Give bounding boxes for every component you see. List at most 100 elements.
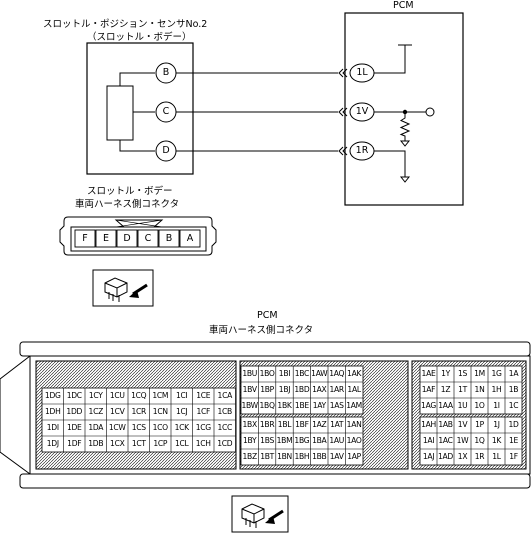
pcm-pin: 1M <box>474 369 485 378</box>
pcm-pin-1r-label: 1R <box>355 145 369 156</box>
sensor-conn-pin-e: E <box>102 233 109 244</box>
pcm-pin: 1CI <box>176 391 188 400</box>
pcm-pin: 1BO <box>259 369 275 378</box>
pcm-pin: 1CA <box>217 391 233 400</box>
pcm-pin: 1CM <box>152 391 169 400</box>
sensor-conn-pin-f: F <box>82 233 88 244</box>
pcm-pin: 1BS <box>260 436 274 445</box>
pcm-pin: 1CG <box>195 423 211 432</box>
sensor-title: スロットル・ポジション・センサNo.2 <box>43 19 208 30</box>
pcm-pin: 1BY <box>243 436 257 445</box>
pcm-pin: 1V <box>457 420 468 429</box>
pcm-pin: 1DB <box>88 439 104 448</box>
pcm-pin: 1X <box>457 452 468 461</box>
pcm-pin: 1F <box>509 452 518 461</box>
pcm-pin: 1DD <box>66 407 83 416</box>
pcm-connector-view-icon <box>231 495 289 533</box>
pcm-pin: 1J <box>493 420 500 429</box>
pcm-pin: 1CF <box>196 407 211 416</box>
pcm-pin: 1AL <box>347 385 361 394</box>
pcm-pin: 1CH <box>195 439 211 448</box>
pcm-pin: 1AG <box>421 401 436 410</box>
pcm-pin: 1CQ <box>131 391 147 400</box>
pcm-pin: 1BA <box>312 436 327 445</box>
pcm-box <box>344 12 464 206</box>
pcm-pin: 1DA <box>88 423 104 432</box>
pcm-pin: 1W <box>456 436 469 445</box>
pcm-pin: 1AO <box>346 436 362 445</box>
pcm-pin: 1BT <box>260 452 274 461</box>
pcm-pin: 1AN <box>346 420 362 429</box>
sensor-conn-pin-a: A <box>186 233 194 244</box>
pcm-pin: 1AW <box>311 369 328 378</box>
pcm-pin: 1BC <box>294 369 310 378</box>
pcm-connector <box>0 341 531 489</box>
pcm-pin: 1CZ <box>88 407 104 416</box>
sensor-pin-b-label: B <box>162 67 170 78</box>
pcm-pin: 1AB <box>438 420 453 429</box>
pcm-pin: 1DG <box>44 391 61 400</box>
pcm-pin: 1CT <box>131 439 146 448</box>
pcm-pin: 1CV <box>110 407 125 416</box>
pcm-pin: 1H <box>491 385 502 394</box>
pcm-pin: 1BN <box>277 452 292 461</box>
pcm-pin: 1AJ <box>422 452 435 461</box>
pcm-pin: 1I <box>493 401 500 410</box>
pcm-pin: 1AD <box>438 452 453 461</box>
pcm-pin: 1DJ <box>46 439 59 448</box>
pcm-pin: 1N <box>474 385 485 394</box>
pcm-pin: 1BR <box>259 420 275 429</box>
pcm-pin: 1AH <box>421 420 436 429</box>
pcm-pin: 1AF <box>421 385 436 394</box>
sensor-connector-title-2: 車両ハーネス側コネクタ <box>75 199 180 210</box>
pcm-pin: 1B <box>508 385 519 394</box>
pcm-pin: 1BG <box>294 436 310 445</box>
pcm-pin: 1CN <box>152 407 168 416</box>
pcm-pin: 1BD <box>294 385 310 394</box>
pcm-pin: 1L <box>492 452 501 461</box>
sensor-subtitle: （スロットル・ボデー） <box>87 32 192 43</box>
pcm-pin: 1E <box>508 436 519 445</box>
pcm-pin: 1C <box>508 401 519 410</box>
sensor-pin-d-label: D <box>162 145 170 156</box>
pcm-pin: 1BX <box>242 420 258 429</box>
sensor-conn-pin-d: D <box>123 233 131 244</box>
pcm-pin: 1BH <box>294 452 310 461</box>
pcm-pin: 1CU <box>109 391 125 400</box>
pcm-pin-1l-label: 1L <box>356 67 368 78</box>
pcm-pin: 1AP <box>347 452 361 461</box>
pcm-title: PCM <box>393 0 414 11</box>
sensor-connector-title-1: スロットル・ボデー <box>87 186 173 197</box>
pcm-pin: 1CO <box>152 423 169 432</box>
pcm-pin: 1D <box>508 420 519 429</box>
pcm-pin: 1A <box>508 369 519 378</box>
sensor-element <box>106 85 134 141</box>
pcm-pin: 1BW <box>241 401 259 410</box>
pcm-pin: 1G <box>491 369 502 378</box>
pcm-pin: 1S <box>457 369 468 378</box>
pcm-pin: 1AI <box>422 436 435 445</box>
pcm-pin: 1Z <box>440 385 451 394</box>
pcm-pin: 1R <box>474 452 485 461</box>
pcm-pin-1v-label: 1V <box>355 106 369 117</box>
pcm-pin: 1BF <box>295 420 309 429</box>
pcm-pin: 1AV <box>329 452 344 461</box>
pcm-pin: 1O <box>474 401 485 410</box>
pcm-pin: 1BZ <box>242 452 258 461</box>
pcm-pin: 1BB <box>312 452 327 461</box>
pcm-pin: 1BU <box>242 369 258 378</box>
pcm-connector-title-2: 車両ハーネス側コネクタ <box>209 325 314 336</box>
sensor-connector <box>59 216 217 256</box>
pcm-pin: 1CY <box>88 391 103 400</box>
pcm-pin: 1BM <box>276 436 293 445</box>
pcm-pin: 1AT <box>330 420 344 429</box>
sensor-pin-c-label: C <box>162 106 170 117</box>
pcm-pin: 1U <box>457 401 468 410</box>
pcm-pin: 1CW <box>108 423 126 432</box>
pcm-terminal <box>425 107 435 117</box>
sensor-conn-pin-b: B <box>165 233 173 244</box>
pcm-pin: 1DC <box>66 391 82 400</box>
pcm-pin: 1Q <box>474 436 485 445</box>
pcm-pin: 1CC <box>217 423 233 432</box>
pcm-pin: 1CR <box>131 407 146 416</box>
